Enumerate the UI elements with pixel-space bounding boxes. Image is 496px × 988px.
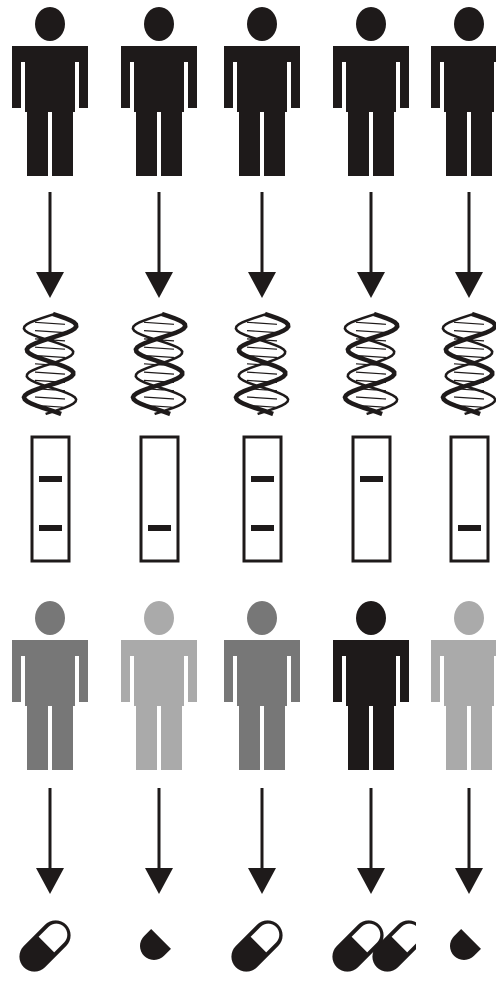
column-graphic (224, 7, 300, 972)
patient-icon (12, 7, 88, 176)
patient-column-3 (217, 0, 307, 988)
patient-icon (121, 7, 197, 176)
capsule-icon (372, 920, 416, 972)
capsule-icon (332, 920, 384, 972)
band-lower (251, 525, 274, 531)
patient-icon (224, 7, 300, 176)
band-lower (148, 525, 171, 531)
dna-helix-icon (130, 311, 188, 417)
genotype-gel-lane (139, 435, 180, 563)
responder-icon (224, 601, 300, 770)
medication-group (19, 920, 71, 972)
band-upper (39, 476, 62, 482)
band-upper (251, 476, 274, 482)
responder-icon (121, 601, 197, 770)
arrow-down-icon (145, 788, 173, 894)
medication-group (140, 929, 171, 960)
band-upper (360, 476, 383, 482)
medication-group (231, 920, 283, 972)
responder-icon (431, 601, 496, 770)
arrow-down-icon (36, 788, 64, 894)
responder-icon (12, 601, 88, 770)
patient-column-4 (326, 0, 416, 988)
dna-helix-icon (233, 311, 291, 417)
capsule-icon (19, 920, 71, 972)
arrow-down-icon (357, 192, 385, 298)
arrow-down-icon (36, 192, 64, 298)
patient-column-1 (5, 0, 95, 988)
arrow-down-icon (357, 788, 385, 894)
patient-icon (431, 7, 496, 176)
patient-icon (333, 7, 409, 176)
arrow-down-icon (455, 192, 483, 298)
half-capsule-icon (140, 929, 171, 960)
dna-helix-icon (342, 311, 400, 417)
column-graphic (431, 7, 496, 960)
genotype-gel-lane (449, 435, 490, 563)
dna-helix-icon (21, 311, 79, 417)
column-graphic (332, 7, 416, 972)
half-capsule-icon (450, 929, 481, 960)
genotype-gel-lane (30, 435, 71, 563)
medication-group (450, 929, 481, 960)
column-graphic (12, 7, 88, 972)
arrow-down-icon (248, 192, 276, 298)
genotype-gel-lane (351, 435, 392, 563)
medication-group (332, 920, 416, 972)
arrow-down-icon (145, 192, 173, 298)
patient-column-5 (424, 0, 496, 988)
column-graphic (121, 7, 197, 960)
arrow-down-icon (248, 788, 276, 894)
patient-column-2 (114, 0, 204, 988)
dna-helix-icon (440, 311, 496, 417)
band-lower (39, 525, 62, 531)
capsule-icon (231, 920, 283, 972)
band-lower (458, 525, 481, 531)
arrow-down-icon (455, 788, 483, 894)
responder-icon (333, 601, 409, 770)
genotype-gel-lane (242, 435, 283, 563)
